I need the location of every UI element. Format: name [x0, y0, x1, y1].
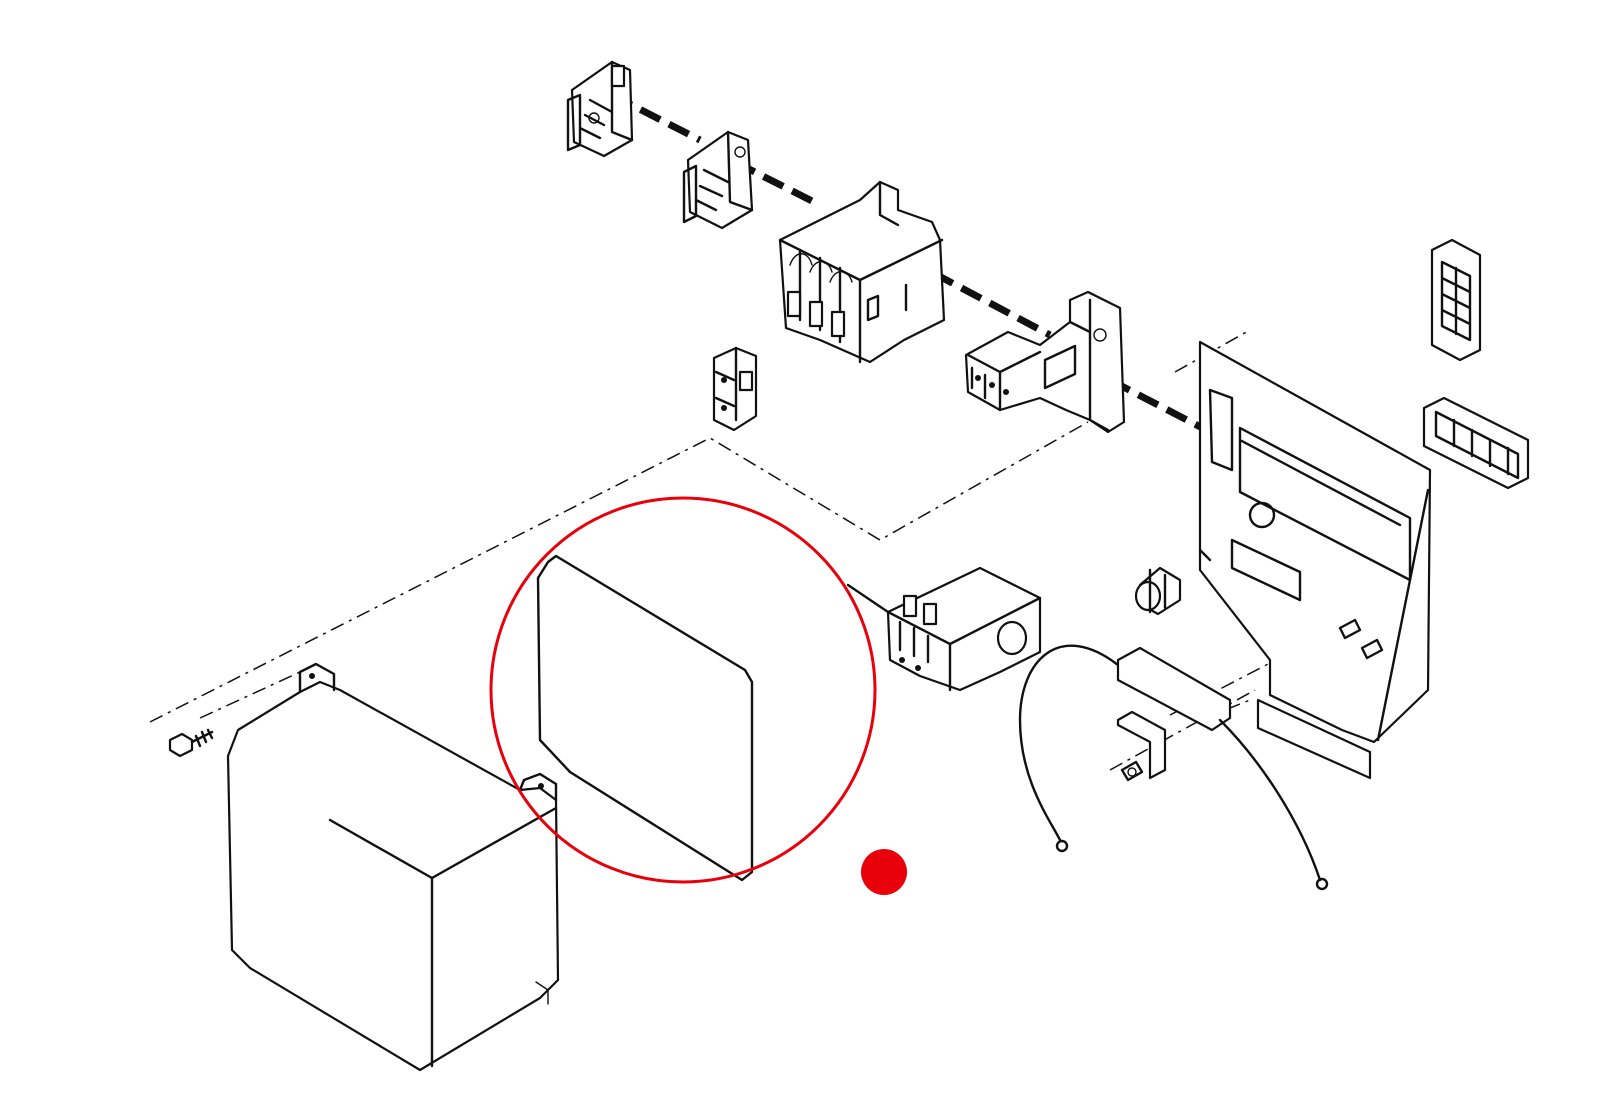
- cover-screw: [168, 728, 214, 758]
- indicator-dot: [861, 849, 907, 895]
- wire-harness: [1018, 644, 1329, 891]
- cable-gland: [1134, 566, 1182, 616]
- enclosure-cover: [226, 662, 560, 1072]
- grub-screws: [1338, 618, 1384, 660]
- connector-plug: [1422, 396, 1530, 490]
- gasket: [536, 554, 754, 882]
- din-rail-guide-line: [610, 91, 1237, 449]
- connector-socket: [1430, 238, 1482, 362]
- mounting-plate: [1198, 340, 1432, 780]
- screw-guide-line: [199, 671, 301, 719]
- overload-relay-base: [964, 290, 1126, 434]
- mounting-guide-line: [149, 421, 1089, 723]
- callout-circle: [489, 496, 877, 884]
- terminal-block: [682, 130, 754, 230]
- auxiliary-switch: [712, 346, 758, 432]
- thermal-overload-relay: [846, 566, 1042, 692]
- earth-connector: [1116, 710, 1167, 782]
- terminal-block: [566, 60, 634, 158]
- contactor: [778, 180, 946, 364]
